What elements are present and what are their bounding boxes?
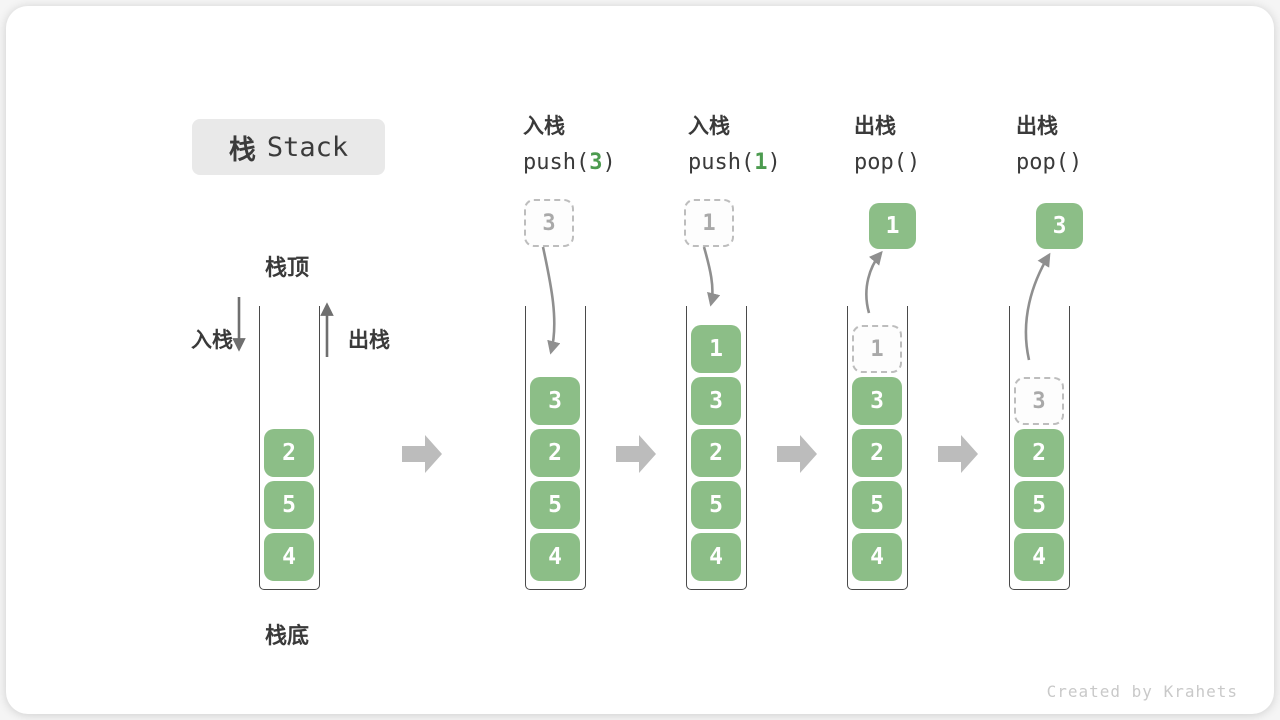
- incoming-value-box: 1: [684, 199, 734, 247]
- title-badge: 栈 Stack: [192, 119, 385, 175]
- code-arg: 1: [754, 150, 768, 175]
- outgoing-value-box: 1: [869, 203, 916, 249]
- flow-arrow-icon: [402, 435, 442, 473]
- stack-cell: 5: [852, 481, 902, 529]
- operation-block-push-1: 入栈 push(1): [688, 112, 838, 178]
- code-close: ): [602, 150, 616, 175]
- stack-cell: 4: [264, 533, 314, 581]
- stack-cell: 2: [1014, 429, 1064, 477]
- diagram-card: 栈 Stack 栈顶 栈底 入栈 出栈 入栈 push(3) 入栈 push(1…: [6, 6, 1274, 714]
- code-fn: push(: [688, 150, 755, 175]
- watermark: Created by Krahets: [1046, 682, 1238, 701]
- stack-container-5: [1009, 306, 1070, 590]
- ghost-cell: 3: [1014, 377, 1064, 425]
- pop-path-arrow-icon: [865, 250, 883, 314]
- operation-name: 入栈: [523, 115, 565, 138]
- ghost-cell: 1: [852, 325, 902, 373]
- push-direction-label: 入栈: [191, 329, 233, 352]
- stack-cell: 2: [264, 429, 314, 477]
- flow-arrow-icon: [777, 435, 817, 473]
- stack-container-1: [259, 306, 320, 590]
- stack-cell: 4: [530, 533, 580, 581]
- flow-arrow-icon: [938, 435, 978, 473]
- code-fn: pop(: [1016, 150, 1069, 175]
- operation-block-push-3: 入栈 push(3): [523, 112, 673, 178]
- operation-code: push(1): [688, 148, 838, 178]
- code-close: ): [767, 150, 781, 175]
- stack-cell: 5: [264, 481, 314, 529]
- stack-cell: 4: [1014, 533, 1064, 581]
- stack-cell: 3: [691, 377, 741, 425]
- title-en: Stack: [266, 131, 349, 163]
- code-fn: push(: [523, 150, 590, 175]
- operation-code: pop(): [1016, 148, 1166, 178]
- operation-name: 出栈: [1016, 115, 1058, 138]
- push-path-arrow-icon: [702, 246, 721, 307]
- operation-name: 出栈: [854, 115, 896, 138]
- pop-direction-label: 出栈: [348, 329, 390, 352]
- stack-bottom-label: 栈底: [265, 623, 310, 648]
- title-zh: 栈: [228, 134, 256, 165]
- code-fn: pop(: [854, 150, 907, 175]
- stack-cell: 5: [691, 481, 741, 529]
- operation-code: pop(): [854, 148, 1004, 178]
- operation-block-pop-2: 出栈 pop(): [1016, 112, 1166, 178]
- code-close: ): [1068, 150, 1083, 175]
- stack-container-3: [686, 306, 747, 590]
- stack-cell: 2: [852, 429, 902, 477]
- code-close: ): [906, 150, 921, 175]
- stack-cell: 2: [530, 429, 580, 477]
- stack-cell: 4: [852, 533, 902, 581]
- incoming-value-box: 3: [524, 199, 574, 247]
- stack-top-label: 栈顶: [265, 255, 310, 280]
- stack-cell: 2: [691, 429, 741, 477]
- flow-arrow-icon: [616, 435, 656, 473]
- stack-cell: 5: [1014, 481, 1064, 529]
- operation-code: push(3): [523, 148, 673, 178]
- stack-container-2: [525, 306, 586, 590]
- stack-cell: 5: [530, 481, 580, 529]
- stack-cell: 4: [691, 533, 741, 581]
- stack-cell: 3: [530, 377, 580, 425]
- operation-name: 入栈: [688, 115, 730, 138]
- stack-cell: 3: [852, 377, 902, 425]
- outgoing-value-box: 3: [1036, 203, 1083, 249]
- code-arg: 3: [589, 150, 603, 175]
- stack-cell: 1: [691, 325, 741, 373]
- operation-block-pop-1: 出栈 pop(): [854, 112, 1004, 178]
- stack-container-4: [847, 306, 908, 590]
